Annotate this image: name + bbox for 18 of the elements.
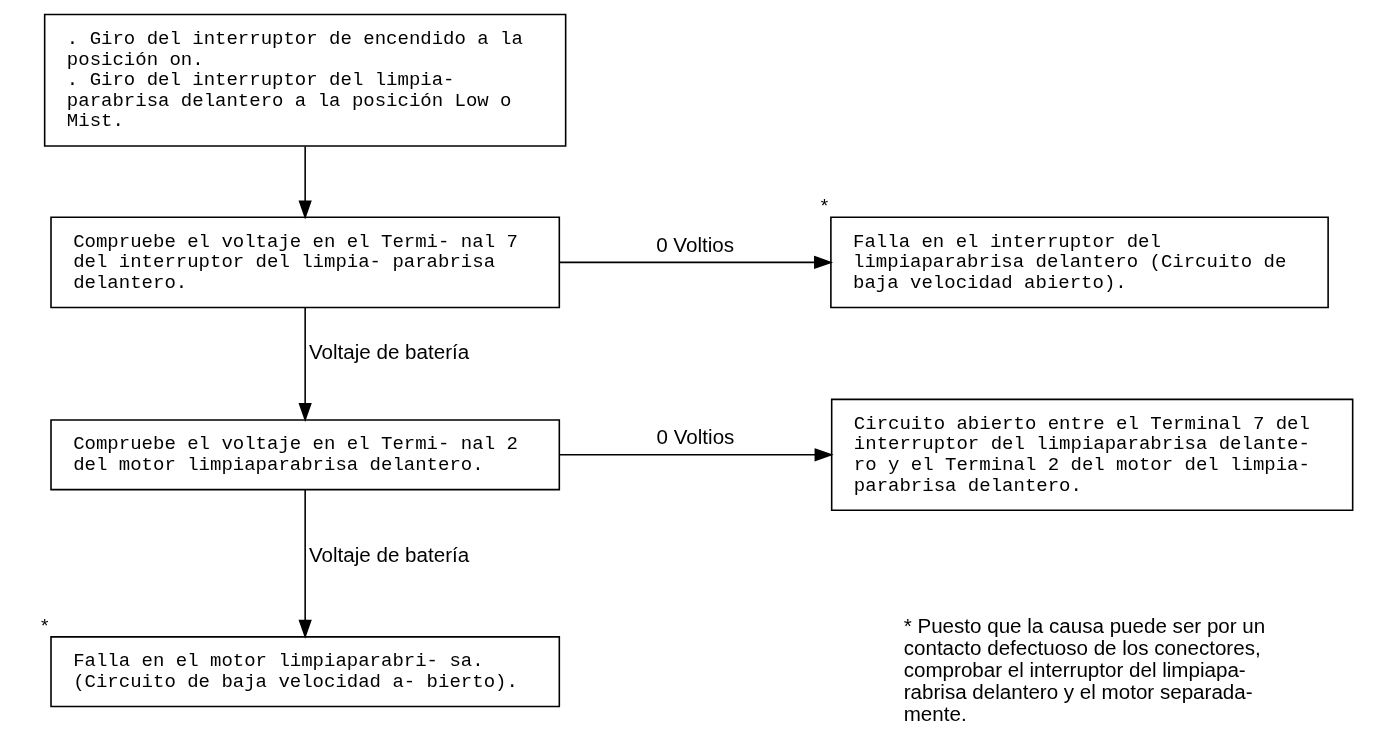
node-label: * <box>818 195 831 218</box>
arrow <box>298 307 312 422</box>
edge-label: Voltaje de batería <box>308 339 470 363</box>
arrow <box>558 448 834 462</box>
node-box: Compruebe el voltaje en el Termi- nal 2 del motor limpiaparabrisa delantero. <box>50 419 561 491</box>
label: * Puesto que la causa puede ser por un contacto defectuoso de los conectores, comprobar el interruptor del limpiapa- rabrisa delantero y el motor separada- mente. <box>903 613 1266 726</box>
node-box: Circuito abierto entre el Terminal 7 del interruptor del limpiaparabrisa delante- ro y el Terminal 2 del motor del limpia- parabrisa delantero. <box>830 398 1354 511</box>
node-label: * <box>38 615 51 638</box>
arrow <box>298 489 312 639</box>
node-box: . Giro del interruptor de encendido a la posición on. . Giro del interruptor del limpia- parabrisa delantero a la posición Low o Mist. <box>43 13 567 147</box>
edge-label: 0 Voltios <box>656 232 734 256</box>
node-box: Falla en el motor limpiaparabri- sa. (Circuito de baja velocidad a- bierto). <box>50 636 561 708</box>
edge-label: Voltaje de batería <box>308 542 470 566</box>
node-box: Compruebe el voltaje en el Termi- nal 7 del interruptor del limpia- parabrisa delantero. <box>50 216 561 309</box>
arrow <box>298 145 312 220</box>
edge-label: 0 Voltios <box>656 425 735 449</box>
arrow <box>559 255 834 270</box>
node-box: Falla en el interruptor del limpiaparabrisa delantero (Circuito de baja velocidad abierto). <box>830 216 1329 309</box>
